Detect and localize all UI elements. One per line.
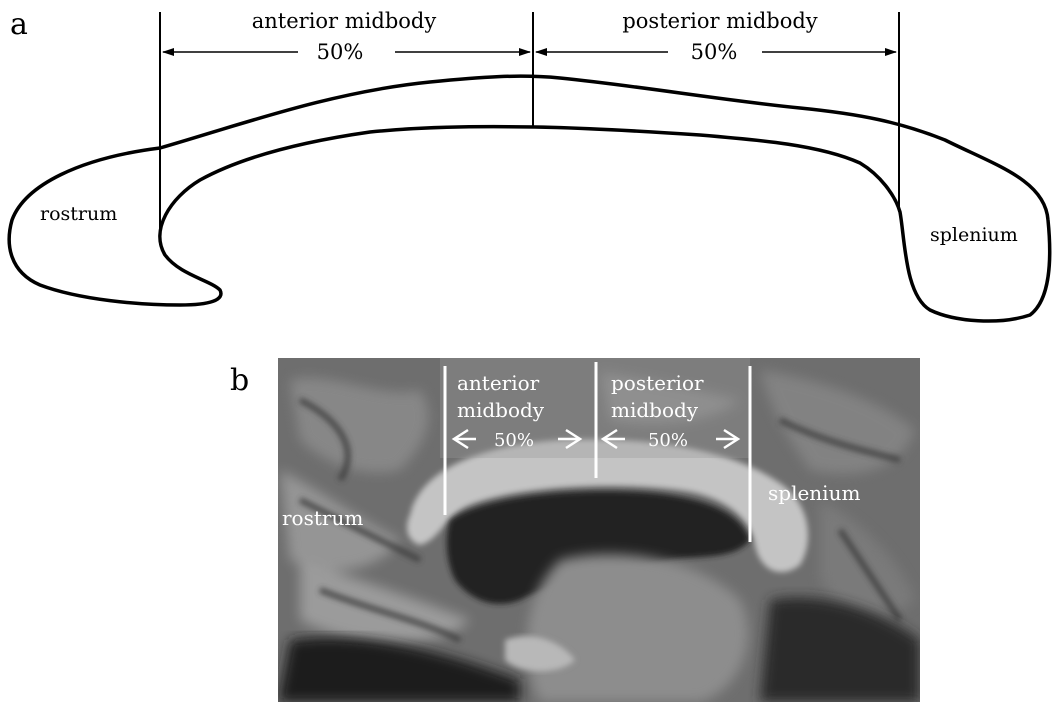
- mri-rostrum-label: rostrum: [282, 506, 363, 530]
- mri-image: [278, 358, 920, 702]
- corpus-callosum-outline: [9, 76, 1049, 321]
- mri-posterior-label-line2: midbody: [611, 398, 699, 422]
- mri-splenium-label: splenium: [768, 481, 860, 505]
- anterior-midbody-label: anterior midbody: [252, 9, 437, 33]
- anterior-pct: 50%: [317, 40, 364, 64]
- mri-anterior-label-line2: midbody: [457, 398, 545, 422]
- splenium-label: splenium: [930, 224, 1018, 246]
- panel-a-label: a: [10, 7, 28, 42]
- mri-posterior-label-line1: posterior: [611, 371, 704, 395]
- panel-a: a anterior midbody 50% posterior midbody…: [9, 7, 1049, 321]
- mri-anterior-pct: 50%: [494, 430, 534, 451]
- panel-b-label: b: [230, 363, 249, 398]
- mri-posterior-pct: 50%: [648, 430, 688, 451]
- posterior-pct: 50%: [691, 40, 738, 64]
- posterior-midbody-label: posterior midbody: [622, 9, 817, 33]
- mri-anterior-label-line1: anterior: [457, 371, 540, 395]
- rostrum-label: rostrum: [40, 203, 117, 225]
- panel-b: b: [230, 358, 920, 702]
